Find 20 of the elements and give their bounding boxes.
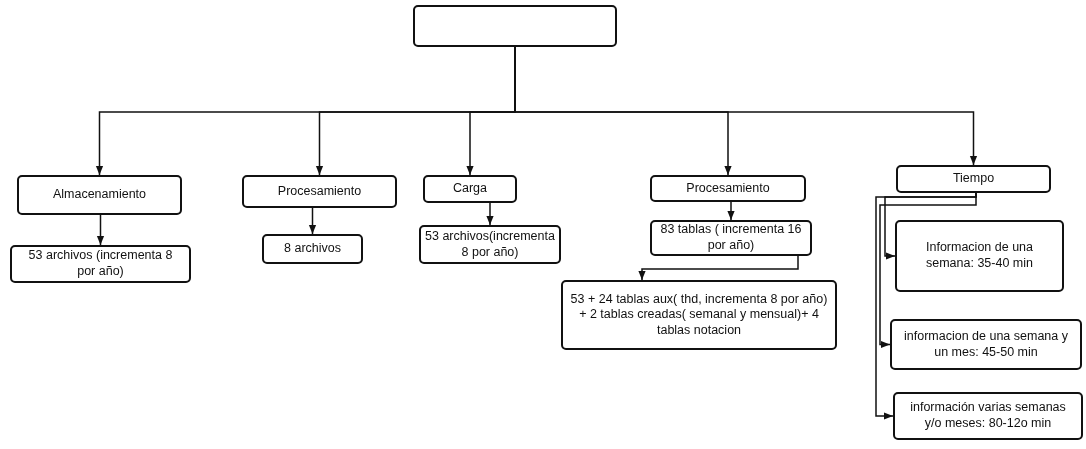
process-box: 8 archivos: [262, 234, 363, 264]
process-box: 53 archivos (incrementa 8 por año): [10, 245, 191, 283]
arrow: [96, 214, 105, 246]
arrow: [486, 202, 494, 226]
arrow: [875, 192, 977, 420]
process-box: 53 + 24 tablas aux( thd, incrementa 8 por año) + 2 tablas creadas( semanal y mensual)+ 4 tablas notacion: [561, 280, 837, 350]
process-box: Almacenamiento: [17, 175, 182, 215]
process-box: información varias semanas y/o meses: 80-12o min: [893, 392, 1083, 440]
process-box: Procesamiento: [242, 175, 397, 208]
arrow: [727, 201, 735, 221]
process-box: Tiempo: [896, 165, 1051, 193]
box-shape: [413, 5, 617, 47]
process-box: 83 tablas ( incrementa 16 por año): [650, 220, 812, 256]
process-box: Informacion de una semana: 35-40 min: [895, 220, 1064, 292]
process-box: 53 archivos(incrementa 8 por año): [419, 225, 561, 264]
arrow: [308, 207, 317, 235]
arrow: [638, 255, 799, 281]
process-box: Carga: [423, 175, 517, 203]
process-box: informacion de una semana y un mes: 45-50 min: [890, 319, 1082, 370]
process-box: Procesamiento: [650, 175, 806, 202]
